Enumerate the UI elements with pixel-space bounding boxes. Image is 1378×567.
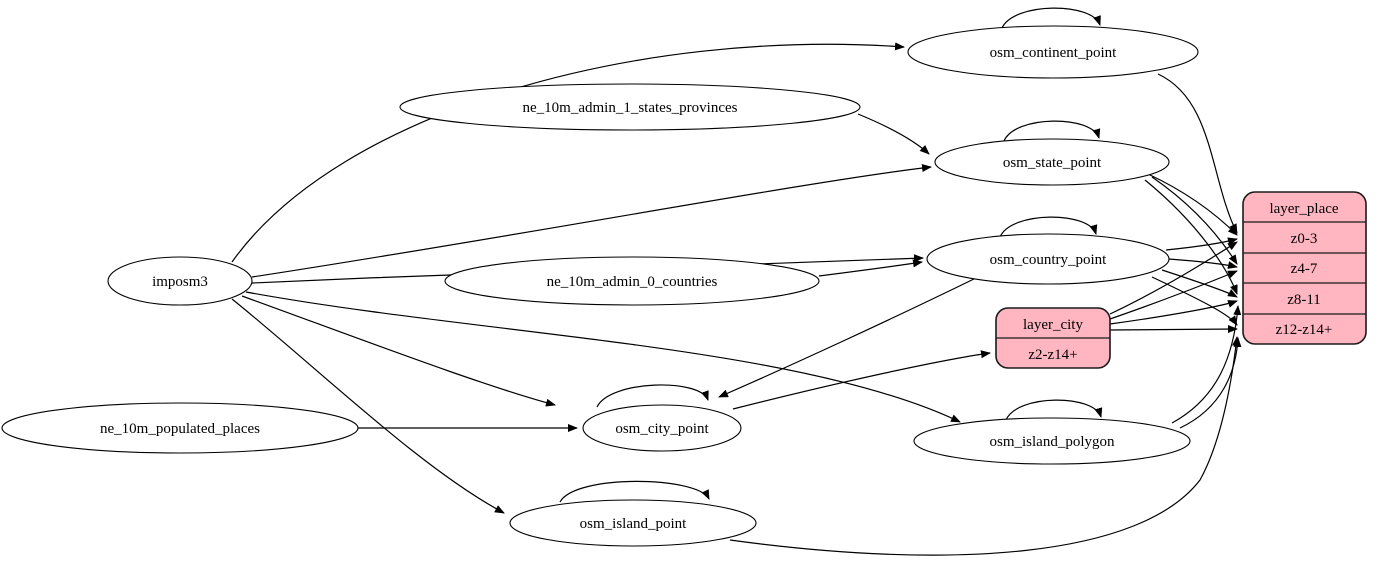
edge-imposm3-osm_city_point: [241, 295, 556, 407]
node-osm_state_point: osm_state_point: [934, 138, 1170, 186]
node-ne_10m_admin_0_countries: ne_10m_admin_0_countries: [444, 256, 820, 306]
layer_place-box: [1242, 191, 1367, 345]
layer_place-title: layer_place: [1269, 201, 1338, 217]
ne_10m_populated_places-label: ne_10m_populated_places: [100, 421, 260, 437]
edge-imposm3-osm_island_polygon: [245, 291, 961, 423]
node-osm_island_polygon: osm_island_polygon: [913, 417, 1191, 465]
layer_place-row-z4-7: z4-7: [1291, 261, 1318, 277]
imposm3-shape: [107, 256, 253, 306]
selfloop-osm_state_point: [1003, 120, 1101, 142]
osm_island_polygon-label: osm_island_polygon: [989, 434, 1115, 450]
osm_continent_point-shape: [907, 25, 1199, 79]
edge-ne_10m_admin_1_states_provinces-osm_state_point: [857, 113, 930, 155]
osm_country_point-label: osm_country_point: [990, 252, 1107, 268]
edge-osm_country_point-layer_place-z4-7: [1168, 258, 1238, 269]
selfloop-osm_island_point: [559, 480, 710, 503]
edge-osm_island_polygon-layer_place-z12-z14: [1179, 337, 1242, 429]
osm_island_polygon-shape: [913, 417, 1191, 465]
osm_island_point-shape: [509, 499, 757, 547]
edge-osm_country_point-osm_city_point: [718, 276, 979, 398]
selfloop-osm_city_point: [596, 384, 709, 408]
osm_continent_point-label: osm_continent_point: [990, 45, 1117, 61]
node-imposm3: imposm3: [107, 256, 253, 306]
selfloop-osm_island_polygon: [1005, 399, 1103, 421]
layer_city-title: layer_city: [1023, 317, 1083, 333]
node-osm_continent_point: osm_continent_point: [907, 25, 1199, 79]
edge-osm_country_point-layer_place-z8-11: [1161, 269, 1238, 298]
edge-imposm3-osm_state_point: [251, 164, 932, 278]
edge-osm_country_point-layer_place-z12-z14: [1151, 276, 1238, 326]
layer_place-row-z12-z14: z12-z14+: [1276, 322, 1333, 338]
edge-ne_10m_admin_0_countries-osm_country_point: [818, 259, 923, 277]
edge-layer_city-layer_place-z8-11: [1109, 300, 1238, 325]
ne_10m_admin_1_states_provinces-label: ne_10m_admin_1_states_provinces: [523, 100, 738, 116]
edge-osm_city_point-layer_city: [732, 350, 991, 410]
selfloop-osm_country_point: [999, 216, 1098, 238]
ne_10m_populated_places-shape: [1, 402, 359, 454]
edge-layer_city-layer_place-z0-3: [1109, 241, 1238, 315]
osm_country_point-shape: [926, 233, 1170, 285]
edges: [231, 7, 1242, 556]
edge-imposm3-osm_island_point: [231, 298, 505, 514]
node-layer_place: layer_place z0-3 z4-7 z8-11 z12-z14+: [1242, 191, 1367, 345]
edge-imposm3-osm_continent_point: [231, 42, 905, 263]
osm_island_point-label: osm_island_point: [580, 516, 688, 532]
node-layer_city: layer_city z2-z14+: [995, 307, 1111, 369]
edge-layer_city-layer_place-z12-z14: [1109, 325, 1238, 334]
node-osm_country_point: osm_country_point: [926, 233, 1170, 285]
osm_state_point-shape: [934, 138, 1170, 186]
node-osm_island_point: osm_island_point: [509, 499, 757, 547]
layer_place-row-z8-11: z8-11: [1287, 292, 1321, 308]
osm_city_point-shape: [582, 404, 742, 452]
layer_place-row-z0-3: z0-3: [1291, 231, 1318, 247]
ne_10m_admin_0_countries-shape: [444, 256, 820, 306]
selfloop-osm_continent_point: [1001, 7, 1101, 29]
layer_city-row-z2-z14: z2-z14+: [1028, 347, 1077, 363]
edge-osm_country_point-layer_place-z0-3: [1165, 237, 1238, 251]
osm_state_point-label: osm_state_point: [1003, 155, 1102, 171]
edge-osm_continent_point-layer_place-z0-3: [1157, 73, 1238, 234]
edge-osm_island_polygon-layer_place-z8-11: [1171, 305, 1242, 424]
osm_city_point-label: osm_city_point: [615, 421, 709, 437]
edge-osm_state_point-layer_place-z4-7: [1151, 176, 1238, 265]
node-ne_10m_admin_1_states_provinces: ne_10m_admin_1_states_provinces: [399, 83, 861, 131]
ne_10m_admin_0_countries-label: ne_10m_admin_0_countries: [547, 274, 718, 290]
edge-osm_island_point-layer_place-z12-z14: [729, 336, 1240, 556]
imposm3-label: imposm3: [152, 274, 208, 290]
edge-layer_city-layer_place-z4-7: [1109, 270, 1238, 320]
edge-osm_state_point-layer_place-z0-3: [1147, 173, 1238, 236]
ne_10m_admin_1_states_provinces-shape: [399, 83, 861, 131]
node-osm_city_point: osm_city_point: [582, 404, 742, 452]
node-ne_10m_populated_places: ne_10m_populated_places: [1, 402, 359, 454]
